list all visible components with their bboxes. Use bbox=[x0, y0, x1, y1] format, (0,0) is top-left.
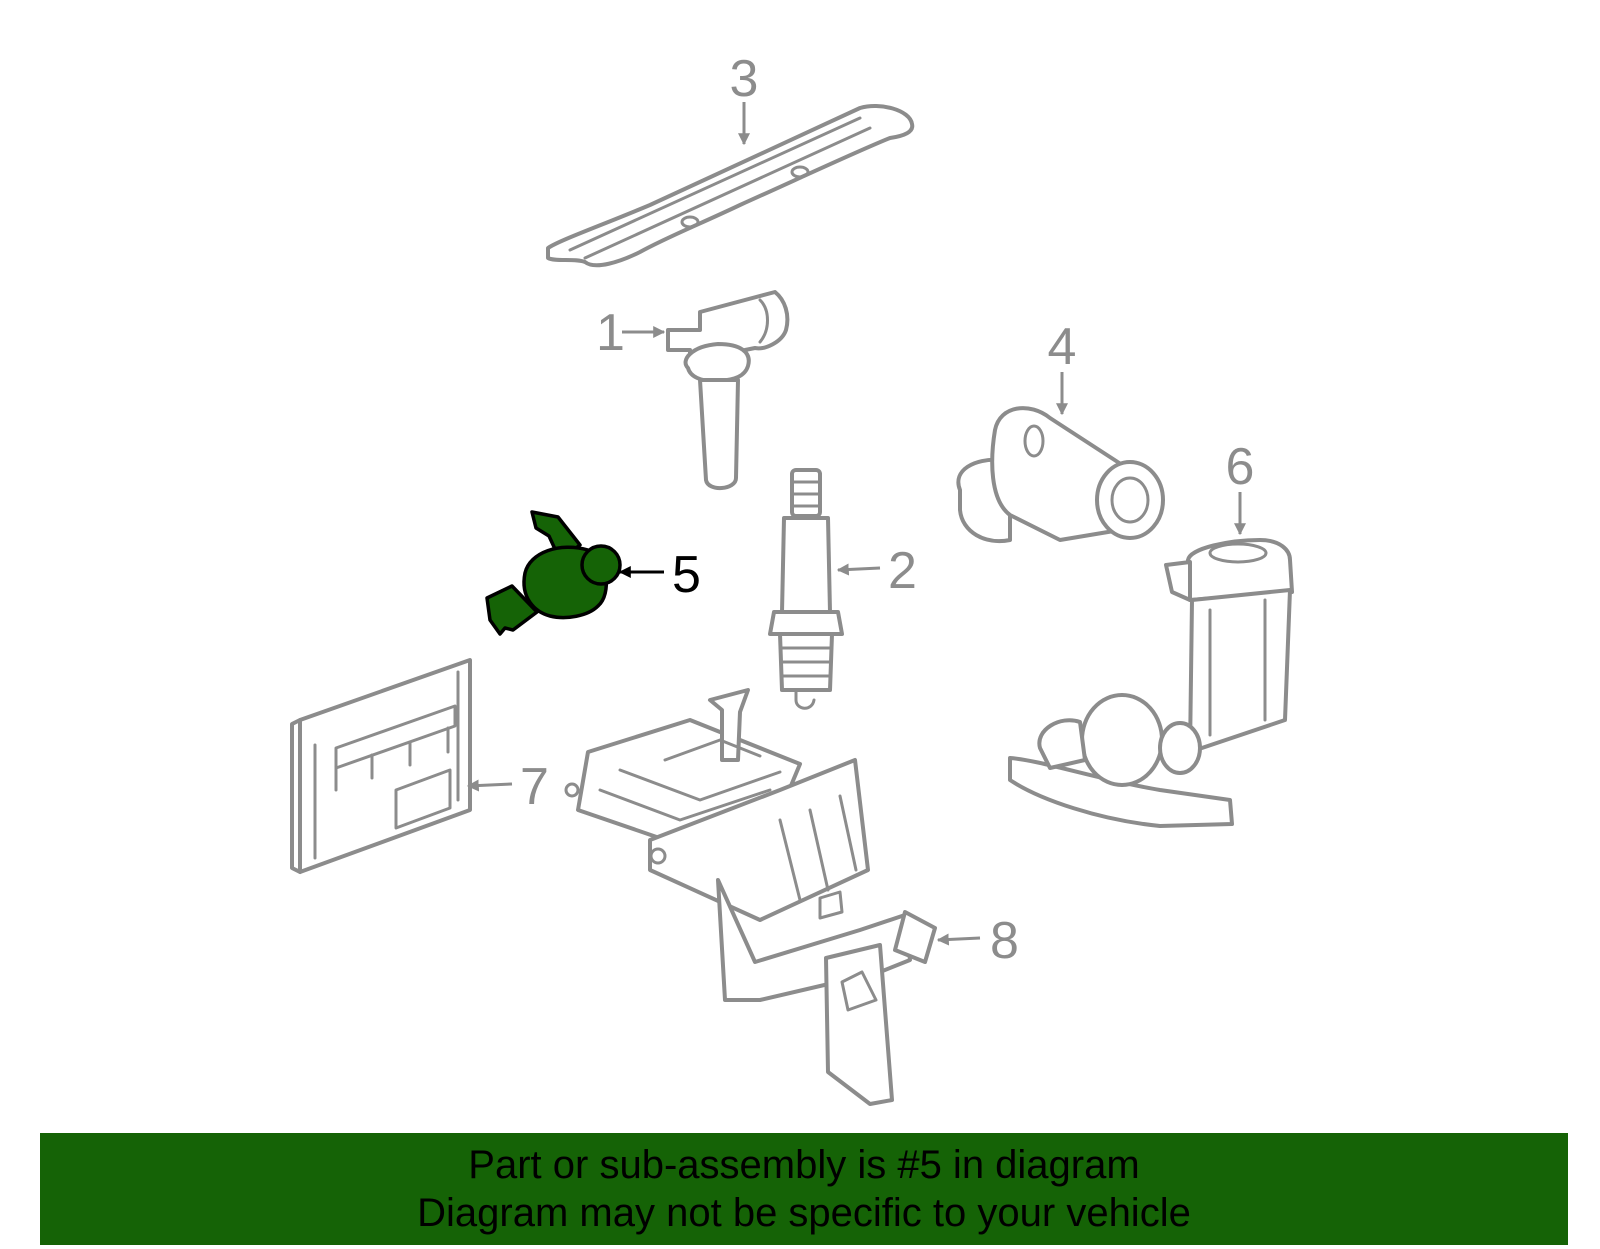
part-1-ignition-coil[interactable] bbox=[666, 290, 790, 490]
callout-8[interactable]: 8 bbox=[990, 912, 1019, 970]
parts-diagram: 1 2 3 4 5 6 7 8 bbox=[290, 50, 1294, 1106]
callout-7[interactable]: 7 bbox=[520, 758, 549, 816]
leader-7 bbox=[466, 779, 513, 792]
callout-5[interactable]: 5 bbox=[672, 546, 701, 604]
part-8-tray[interactable] bbox=[564, 688, 937, 1106]
part-7-module[interactable] bbox=[290, 658, 472, 874]
banner-line-2: Diagram may not be specific to your vehi… bbox=[417, 1191, 1191, 1235]
banner-line-1: Part or sub-assembly is #5 in diagram bbox=[468, 1143, 1140, 1187]
part-3-cover[interactable] bbox=[546, 103, 915, 268]
callout-6[interactable]: 6 bbox=[1226, 438, 1255, 496]
leader-lines bbox=[466, 102, 1246, 946]
part-4-sensor[interactable] bbox=[956, 406, 1165, 544]
callout-2[interactable]: 2 bbox=[888, 542, 917, 600]
callout-4[interactable]: 4 bbox=[1048, 318, 1077, 376]
callout-labels: 1 2 3 4 5 6 7 8 bbox=[520, 50, 1254, 970]
callout-3[interactable]: 3 bbox=[730, 50, 759, 108]
callout-1[interactable]: 1 bbox=[596, 304, 625, 362]
part-2-spark-plug[interactable] bbox=[768, 468, 844, 710]
part-6-assembly[interactable] bbox=[1008, 538, 1294, 828]
leader-2 bbox=[836, 563, 881, 576]
part-5-highlighted[interactable] bbox=[485, 510, 622, 636]
info-banner: Part or sub-assembly is #5 in diagram Di… bbox=[40, 1133, 1568, 1245]
leader-8 bbox=[936, 933, 981, 946]
